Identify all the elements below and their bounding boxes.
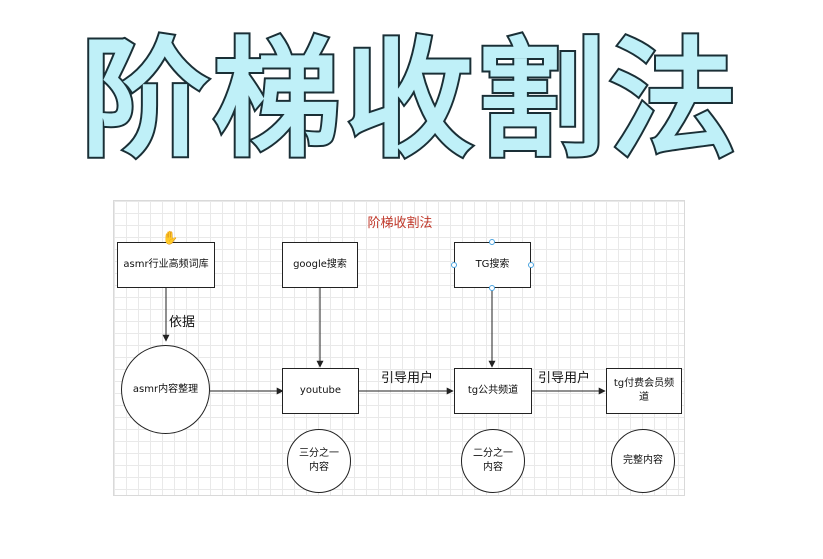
node-one-third-b-label: 二分之一内容 [473,448,513,473]
node-asmr-keywords[interactable]: asmr行业高频词库 [117,242,215,288]
selection-handle-top[interactable] [489,239,495,245]
node-one-third-b[interactable]: 二分之一内容 [461,429,525,493]
edge-label-guide-users-1: 引导用户 [381,371,434,386]
node-tg-search[interactable]: TG搜索 [454,242,531,288]
diagram-canvas: 阶梯收割法 asmr行业高频词库 ✋ google搜索 TG搜索 依据 asmr… [113,200,685,496]
node-one-third-a[interactable]: 三分之一内容 [287,429,351,493]
node-tg-public-label: tg公共频道 [467,385,519,396]
node-google-search[interactable]: google搜索 [282,242,358,288]
edge-label-basis: 依据 [169,315,196,330]
node-asmr-content[interactable]: asmr内容整理 [121,345,210,434]
edge-label-guide-users-2: 引导用户 [538,371,591,386]
selection-handle-bottom[interactable] [489,285,495,291]
hero-title: 阶梯收割法 [79,24,741,172]
node-tg-paid[interactable]: tg付费会员频道 [606,368,682,414]
connector-layer [162,288,606,395]
node-full-content-label: 完整内容 [623,455,663,466]
hand-cursor-icon: ✋ [162,231,179,246]
node-full-content[interactable]: 完整内容 [611,429,675,493]
node-tg-search-label: TG搜索 [475,259,510,270]
node-asmr-keywords-label: asmr行业高频词库 [123,259,209,270]
selection-handle-left[interactable] [451,262,457,268]
diagram-title: 阶梯收割法 [367,216,433,231]
node-youtube[interactable]: youtube [282,368,359,414]
node-tg-paid-label: tg付费会员频道 [613,378,675,403]
node-one-third-a-label: 三分之一内容 [299,448,339,473]
node-asmr-content-label: asmr内容整理 [132,383,199,395]
selection-handle-right[interactable] [528,262,534,268]
node-youtube-label: youtube [299,385,342,396]
node-tg-public[interactable]: tg公共频道 [454,368,532,414]
node-google-search-label: google搜索 [293,259,347,270]
hero-title-text: 阶梯收割法 [81,26,741,172]
